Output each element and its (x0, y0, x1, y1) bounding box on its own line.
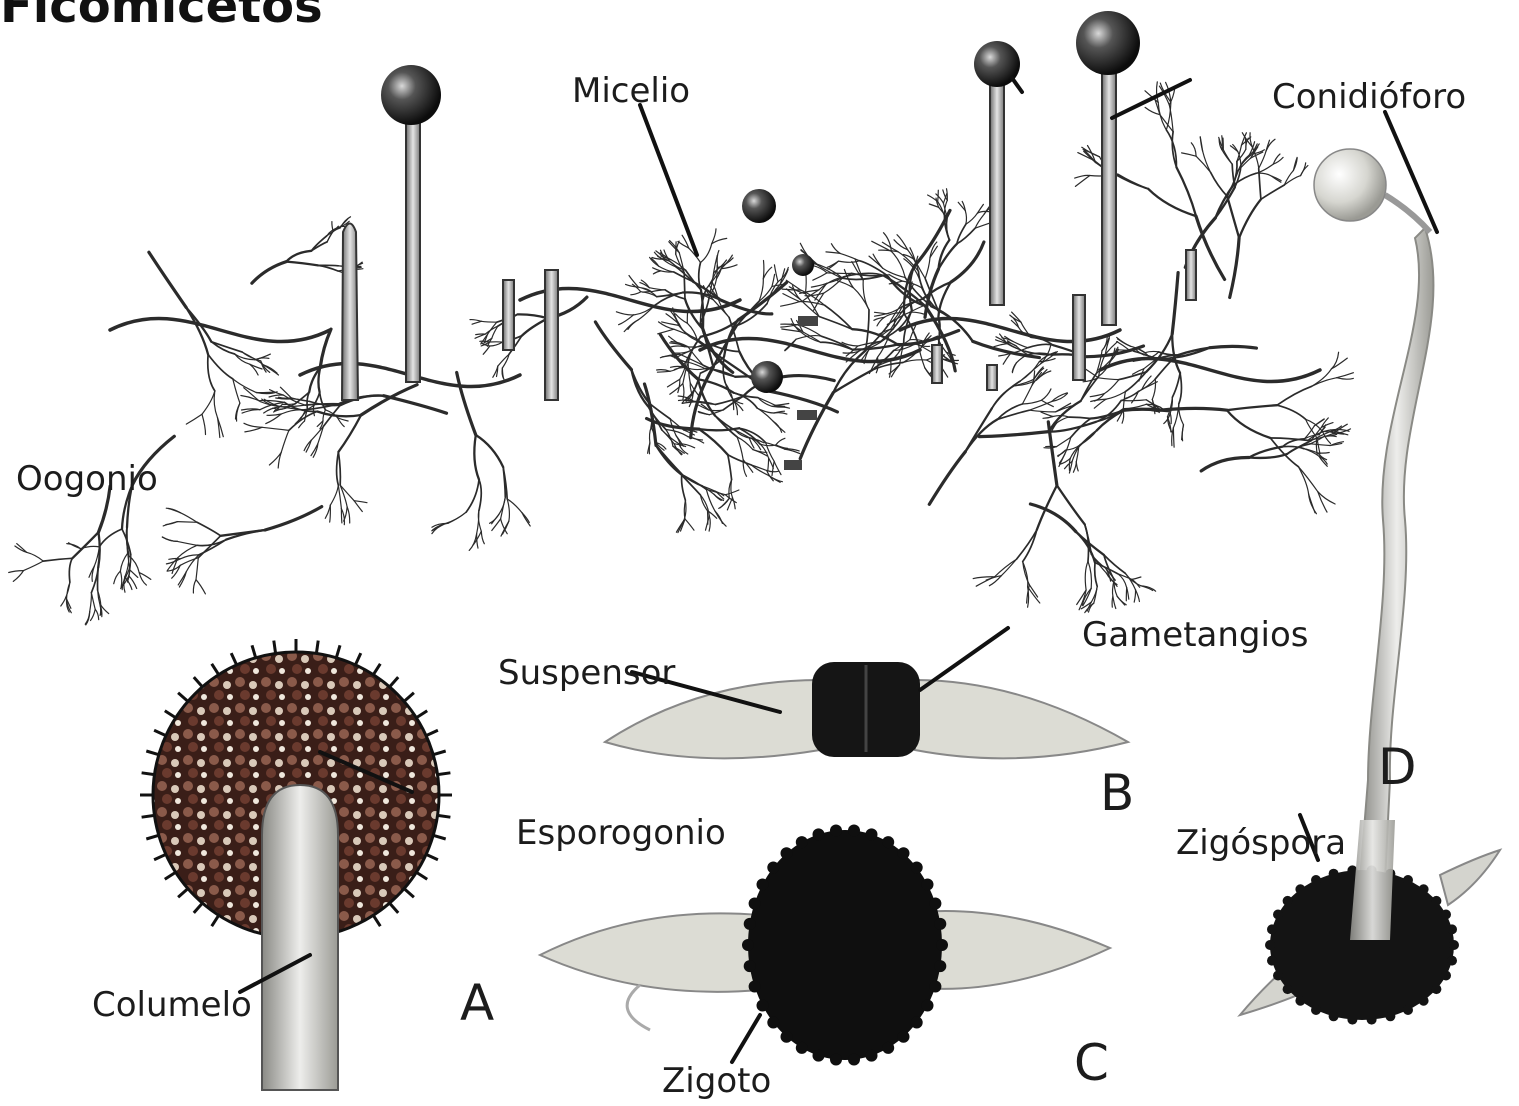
label-esporogonio: Esporogonio (516, 816, 726, 850)
label-zigoto: Zigoto (662, 1064, 771, 1098)
sporangium-icon (1076, 11, 1140, 75)
label-oogonio: Oogonio (16, 462, 158, 496)
label-columelo: Columelo (92, 988, 252, 1022)
panel-letter-d: D (1378, 742, 1417, 792)
sporangium-icon (381, 65, 441, 125)
panel-letter-b: B (1100, 768, 1134, 818)
columella (262, 785, 338, 1090)
sporangiophores (342, 11, 1196, 470)
panel-d-conidiophore (1240, 149, 1500, 1025)
label-conidioforo: Conidióforo (1272, 80, 1466, 114)
label-zigospora: Zigóspora (1176, 826, 1346, 860)
label-gametangios: Gametangios (1082, 618, 1308, 652)
label-micelio: Micelio (572, 74, 690, 108)
panel-c-zygote (540, 825, 1110, 1066)
conidium-icon (1314, 149, 1386, 221)
panel-letter-a: A (460, 978, 494, 1028)
mycelium-network (9, 82, 1354, 625)
panel-letter-c: C (1074, 1038, 1109, 1088)
panel-b-gametangia (605, 662, 1128, 758)
label-suspensor: Suspensor (498, 656, 675, 690)
